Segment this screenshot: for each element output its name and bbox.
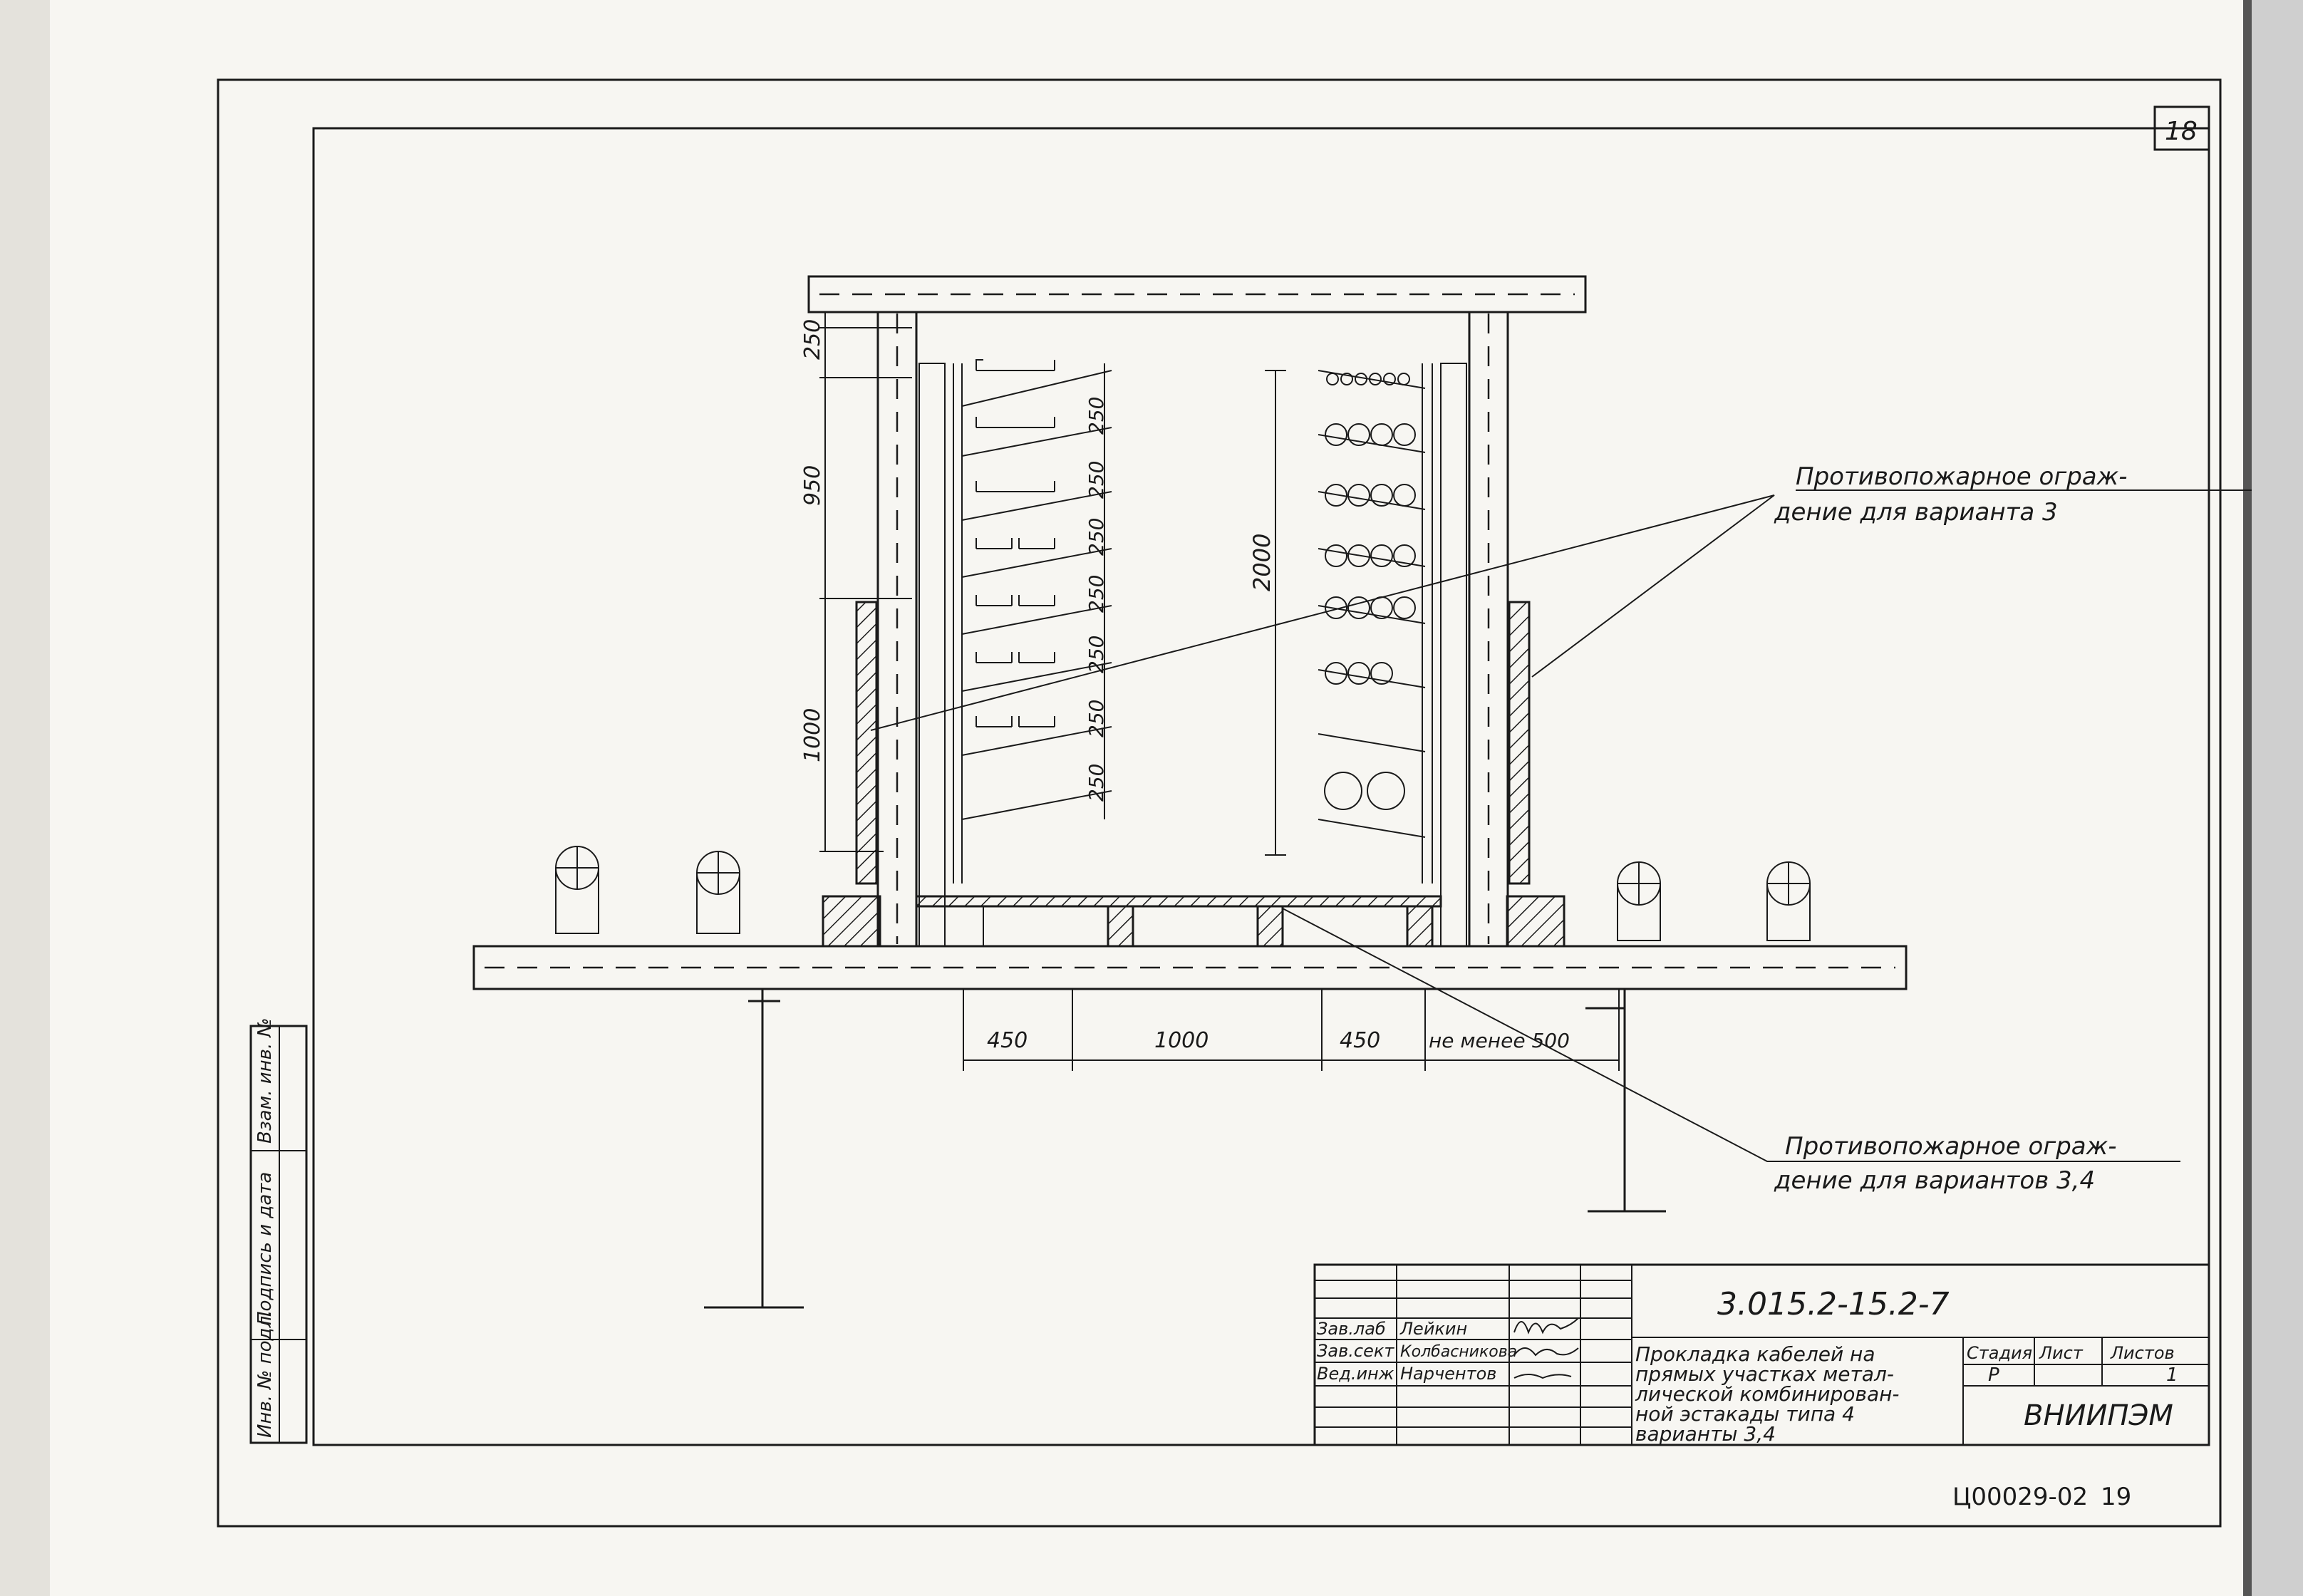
base-slab-right [1506,895,1565,948]
sheets-total-value: 1 [2166,1364,2178,1386]
dim-450-right: 450 [1340,1028,1380,1053]
title-line-5: варианты 3,4 [1635,1422,1776,1446]
callout-1-line2: дение для варианта 3 [1774,498,2058,527]
top-beam [807,275,1587,314]
archive-code: Ц00029-02 [1952,1483,2088,1511]
staff-name-3: Нарчентов [1400,1364,1496,1384]
left-rack-post [918,363,946,947]
dim-950: 950 [800,465,825,506]
base-slab-left [822,895,881,948]
dim-shelf-5: 250 [1085,636,1108,673]
trestle-drawing [472,275,1908,1309]
main-beam [472,945,1908,990]
side-stamp [249,1025,308,1444]
signature-3 [1513,1374,1572,1379]
floor-block-2 [1132,906,1258,947]
dim-shelf-2: 250 [1085,461,1108,499]
stamp-replacement: Взам. инв. № [254,1017,276,1144]
dim-1000: 1000 [800,708,825,762]
dim-1000-bottom: 1000 [1154,1028,1209,1053]
right-cables [1324,373,1416,810]
dim-shelf-4: 250 [1085,575,1108,613]
support-left [704,989,804,1309]
signature-2 [1513,1347,1579,1357]
pipes [555,846,1811,941]
archive-page: 19 [2101,1483,2131,1511]
stamp-inv-no: Инв. № подл. [254,1310,276,1438]
scan-edge-right [2245,0,2303,1596]
dim-shelf-3: 250 [1085,518,1108,556]
floor-hatch-1 [1107,905,1134,948]
right-rack-post [1440,363,1467,947]
title-line-3: лической комбинирован- [1635,1382,1900,1406]
dim-450-left: 450 [987,1028,1028,1053]
col-sheets-label: Листов [2110,1343,2175,1363]
base-floor [915,895,1442,908]
inner-frame [312,127,2210,1446]
callout-2-line2: дение для вариантов 3,4 [1774,1166,2095,1195]
dim-250-top: 250 [800,319,825,360]
dim-shelf-7: 250 [1085,764,1108,802]
staff-name-2: Колбасникова [1400,1343,1517,1361]
stamp-signature-date: Подпись и дата [254,1172,276,1325]
fire-barrier-right [1508,601,1531,885]
dimension-lines [819,312,1620,1071]
scan-noise-left [0,0,50,1596]
staff-role-3: Вед.инж [1317,1364,1394,1384]
callout-2-line1: Противопожарное ограж- [1785,1132,2117,1161]
support-right [1585,989,1666,1213]
title-line-4: ной эстакады типа 4 [1635,1402,1855,1426]
organization: ВНИИПЭМ [2024,1399,2173,1432]
dim-2000: 2000 [1248,534,1275,591]
page-number-box [2153,105,2210,151]
page-number: 18 [2165,117,2198,146]
dim-shelf-1: 250 [1085,397,1108,435]
document-code: 3.015.2-15.2-7 [1717,1286,1950,1322]
callout-1-line1: Противопожарное ограж- [1796,462,2128,491]
dim-min-500: не менее 500 [1429,1029,1570,1052]
dim-shelf-6: 250 [1085,700,1108,737]
col-stage-label: Стадия [1967,1343,2032,1363]
title-line-1: Прокладка кабелей на [1635,1342,1875,1366]
stage-value: Р [1988,1364,1999,1386]
staff-role-2: Зав.сект [1317,1341,1394,1361]
signature-1 [1513,1317,1579,1335]
floor-hatch-2 [1256,905,1284,948]
callout-leaders [870,489,2252,1162]
outer-frame [217,78,2222,1528]
staff-name-1: Лейкин [1399,1319,1467,1339]
fire-barrier-left [855,601,878,885]
left-cable-trays [975,359,1055,727]
floor-hatch-3 [1406,905,1434,948]
title-block [1313,1263,2210,1446]
col-sheet-label: Лист [2039,1343,2084,1363]
staff-role-1: Зав.лаб [1317,1319,1386,1339]
floor-block-1 [983,906,1109,947]
left-shelves [961,370,1112,820]
title-line-2: прямых участках метал- [1635,1362,1894,1386]
scan-edge-right-dark [2243,0,2252,1596]
